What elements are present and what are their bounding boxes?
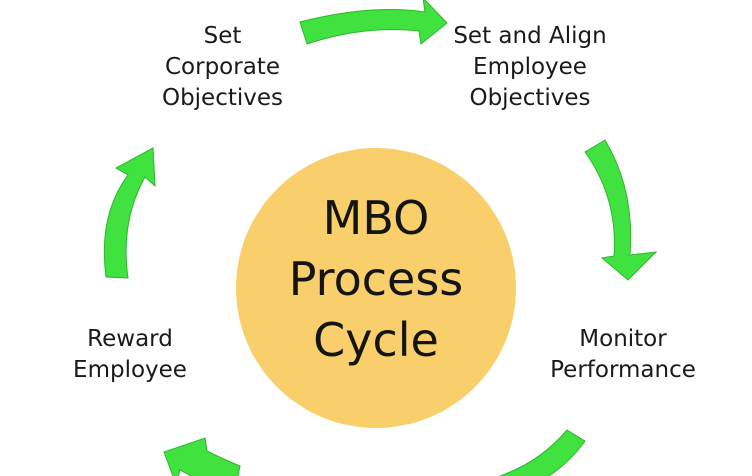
curved-arrow-icon — [103, 147, 156, 279]
curved-arrow-icon — [163, 437, 241, 476]
step-label-line: Monitor — [579, 326, 667, 352]
center-title-line-1: MBO — [322, 191, 430, 245]
center-circle — [236, 148, 516, 428]
step-monitor-performance: Monitor Performance — [540, 324, 706, 386]
step-set-corporate-objectives: Set Corporate Objectives — [140, 21, 305, 114]
step-label-line: Reward — [87, 326, 173, 352]
curved-arrow-icon — [299, 0, 448, 45]
step-label-line: Set — [203, 23, 242, 49]
step-label-line: Employee — [473, 54, 587, 80]
curved-arrow-icon — [498, 429, 586, 476]
step-label-line: Employee — [73, 357, 187, 383]
step-label-line: Objectives — [469, 85, 591, 111]
center-title-line-2: Process — [288, 252, 464, 306]
step-label-line: Set and Align — [453, 23, 607, 49]
step-reward-employee: Reward Employee — [60, 324, 200, 386]
step-label-line: Corporate — [165, 54, 280, 80]
step-label-line: Performance — [550, 357, 696, 383]
center-title-line-3: Cycle — [313, 313, 439, 367]
curved-arrow-icon — [584, 139, 658, 281]
step-label-line: Objectives — [161, 85, 284, 111]
step-set-align-employee-objectives: Set and Align Employee Objectives — [440, 21, 620, 114]
